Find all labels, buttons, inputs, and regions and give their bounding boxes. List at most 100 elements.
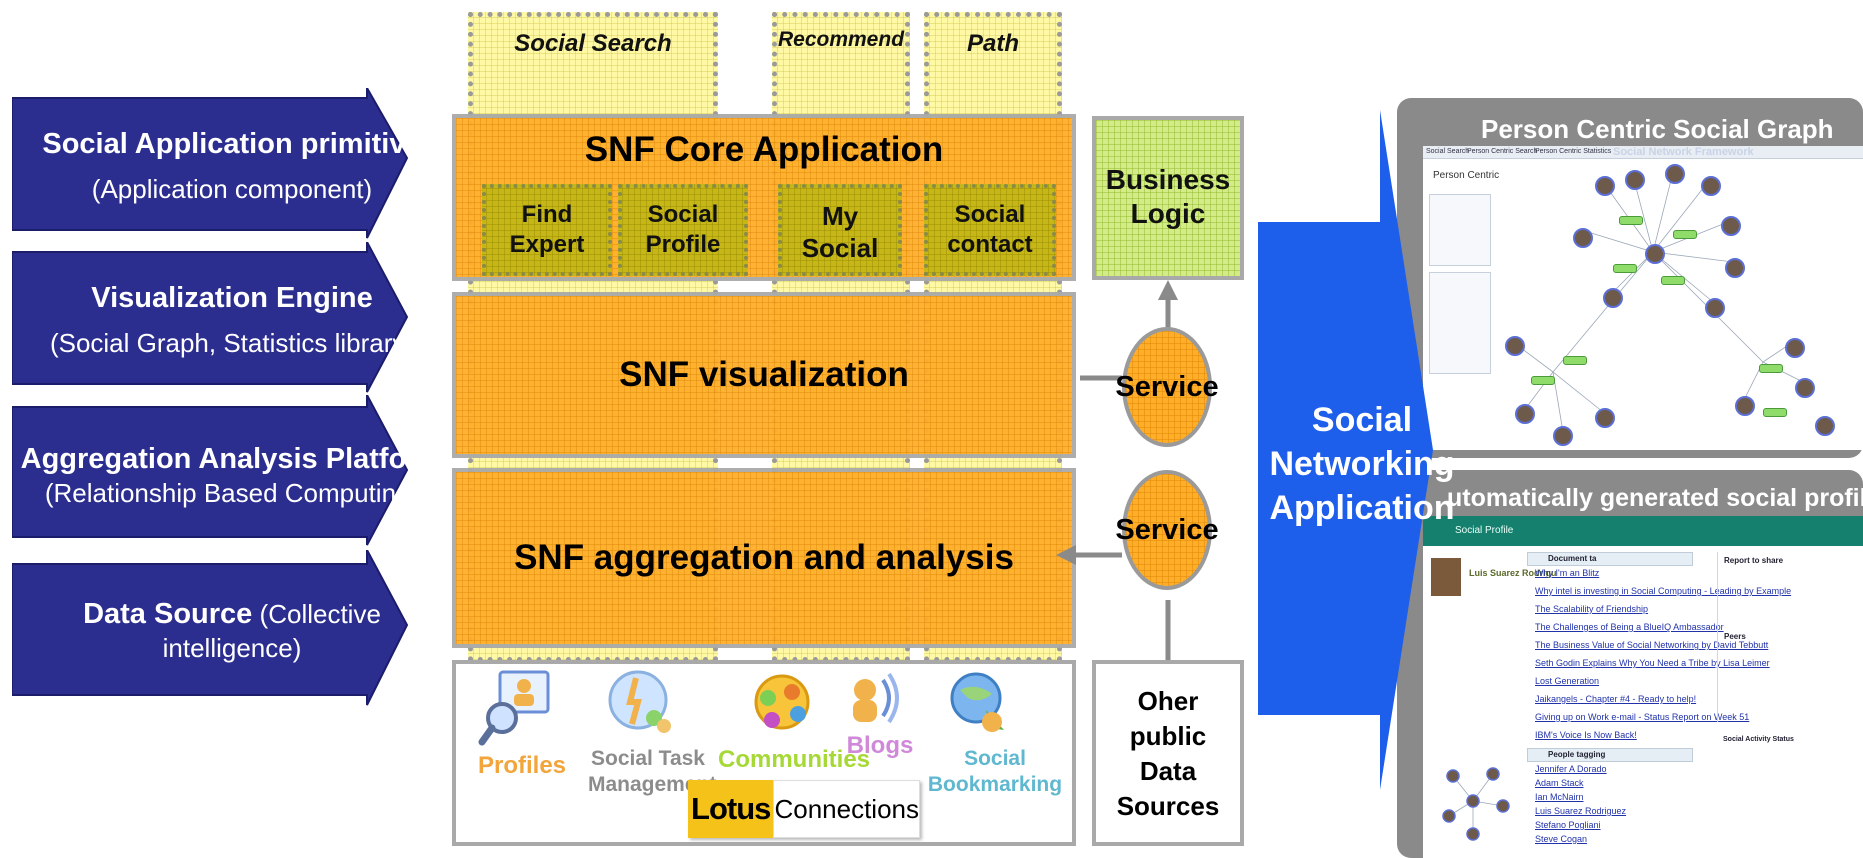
people-link[interactable]: Stefano Pogliani: [1535, 820, 1601, 830]
graph-tabbar: [1423, 146, 1863, 159]
arrow-visualization-engine: Visualization Engine (Social Graph, Stat…: [12, 242, 482, 397]
graph-tag: [1613, 264, 1637, 273]
social-networking-arrow: [1258, 110, 1433, 790]
graph-node: [1595, 176, 1615, 196]
profile-person-name: Luis Suarez Rodrigu: [1469, 568, 1557, 578]
doc-link[interactable]: Giving up on Work e-mail - Status Report…: [1535, 712, 1750, 722]
module-line: Profile: [645, 231, 721, 258]
column-title: Social Search: [514, 30, 672, 57]
screenshot-social-profile: utomatically generated social profile So…: [1397, 470, 1863, 858]
arrow-subtitle: (Application component): [91, 174, 373, 204]
module-line: My: [821, 201, 859, 231]
arrow-title: Data Source: [83, 598, 253, 630]
people-link[interactable]: Luis Suarez Rodriguez: [1535, 806, 1627, 816]
graph-node: [1505, 336, 1525, 356]
profile-right-column: Report to share Peers: [1717, 552, 1863, 722]
graph-node: [1645, 244, 1665, 264]
arrow-title: Visualization Engine: [91, 282, 373, 314]
graph-tab: Person Centric Search: [1467, 148, 1538, 155]
service-ellipse: Service: [1115, 327, 1219, 447]
graph-tag: [1763, 408, 1787, 417]
module-line: contact: [947, 231, 1033, 258]
doc-link[interactable]: Why I'm an Blitz: [1535, 568, 1600, 578]
people-link[interactable]: Ian McNairn: [1535, 792, 1584, 802]
screenshot-title: utomatically generated social profile: [1447, 484, 1863, 512]
graph-tag: [1619, 216, 1643, 225]
doc-link[interactable]: The Challenges of Being a BlueIQ Ambassa…: [1535, 622, 1724, 632]
graph-node: [1603, 288, 1623, 308]
profile-window: Luis Suarez Rodrigu Document ta Why I'm …: [1423, 546, 1863, 858]
doc-link[interactable]: The Business Value of Social Networking …: [1535, 640, 1769, 650]
doc-link[interactable]: Seth Godin Explains Why You Need a Tribe…: [1535, 658, 1770, 668]
connected-people-graph: [1442, 767, 1510, 841]
doc-link[interactable]: Jaikangels - Chapter #4 - Ready to help!: [1535, 694, 1697, 704]
connections-text: Connections: [773, 780, 920, 838]
graph-node: [1721, 216, 1741, 236]
profile-photo: [1431, 558, 1461, 596]
bookmarking-icon: [950, 672, 1004, 732]
core-title: SNF Core Application: [584, 130, 944, 169]
doc-link[interactable]: IBM's Voice Is Now Back!: [1535, 730, 1637, 740]
profiles-label: Profiles: [478, 752, 567, 779]
arrow-title: Social Application primitive: [42, 128, 422, 160]
graph-node: [1785, 338, 1805, 358]
column-title: Path: [966, 30, 1019, 57]
blogs-icon: [853, 672, 899, 724]
options-panel: [1429, 272, 1491, 374]
arrow-data-source: Data Source (Collective intelligence): [12, 550, 482, 706]
module-my-social: [778, 184, 902, 276]
graph-node: [1795, 378, 1815, 398]
graph-node: [1573, 228, 1593, 248]
module-line: Social: [801, 233, 879, 263]
screenshot-title: Person Centric Social Graph: [1481, 114, 1834, 144]
service-ellipse: Service: [1115, 470, 1219, 590]
people-link[interactable]: Jennifer A Dorado: [1535, 764, 1607, 774]
column-title: Recommend: [777, 28, 905, 51]
module-social-contact: [924, 184, 1056, 276]
doc-link[interactable]: Why intel is investing in Social Computi…: [1535, 586, 1792, 596]
graph-node: [1595, 408, 1615, 428]
graph-node: [1625, 170, 1645, 190]
graph-node: [1553, 426, 1573, 446]
service-connectors: [1056, 280, 1178, 660]
peers-title: Peers: [1724, 632, 1746, 641]
snf-aggregation-layer: [452, 468, 1076, 648]
other-sources-line: Sources: [1116, 791, 1220, 821]
business-line: Logic: [1130, 198, 1206, 229]
doc-link[interactable]: Lost Generation: [1535, 676, 1600, 686]
module-line: Social: [647, 201, 719, 228]
module-line: Social: [954, 201, 1026, 228]
graph-node: [1665, 164, 1685, 184]
people-section-header: People tagging: [1527, 748, 1693, 762]
arrow-aggregation-platform: Aggregation Analysis Platform (Relations…: [12, 395, 482, 550]
screenshot-social-graph: Person Centric Social Graph Social Searc…: [1397, 98, 1863, 458]
graph-node: [1815, 416, 1835, 436]
social-task-line: Social Task: [590, 747, 705, 770]
graph-tag: [1531, 376, 1555, 385]
lotus-text: Lotus: [688, 780, 774, 838]
communities-label: Communities: [718, 746, 871, 773]
doc-link[interactable]: The Scalability of Friendship: [1535, 604, 1649, 614]
snf-visualization-layer: [452, 292, 1076, 458]
big-arrow-line: Application: [1269, 489, 1455, 527]
people-section-title: People tagging: [1548, 750, 1606, 759]
profiles-icon: [478, 670, 550, 746]
other-sources-line: Data: [1139, 756, 1197, 786]
module-line: Find: [521, 201, 573, 228]
profile-header-text: Social Profile: [1455, 525, 1514, 536]
arrow-title: Aggregation Analysis Platform: [20, 443, 444, 475]
people-link[interactable]: Steve Cogan: [1535, 834, 1588, 844]
arrow-application-primitive: Social Application primitive (Applicatio…: [12, 88, 482, 243]
graph-tag: [1661, 276, 1685, 285]
people-link[interactable]: Adam Stack: [1535, 778, 1584, 788]
bookmarking-line: Social: [964, 747, 1026, 770]
graph-tag: [1759, 364, 1783, 373]
other-sources-line: Oher: [1137, 686, 1199, 716]
big-arrow-line: Networking: [1269, 445, 1455, 483]
module-social-profile: [618, 184, 748, 276]
graph-tag: [1673, 230, 1697, 239]
profile-header-bar: Social Profile: [1423, 516, 1863, 546]
business-logic-box: [1092, 116, 1244, 280]
arrow-subtitle: (Social Graph, Statistics library): [49, 328, 415, 358]
arrow-subtitle: (Collective intelligence): [162, 599, 381, 663]
